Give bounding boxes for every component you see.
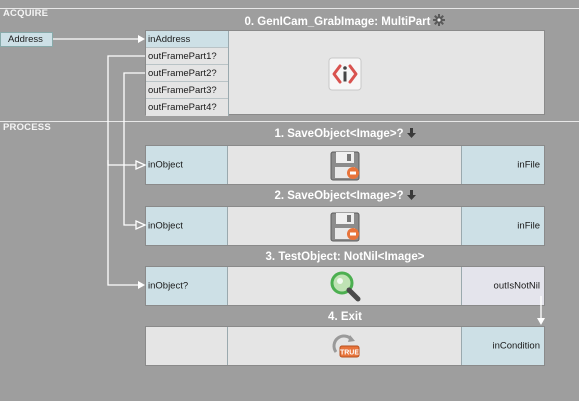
port-inObject-1[interactable]: inObject <box>146 146 228 184</box>
port-inFile-2[interactable]: inFile <box>461 207 544 245</box>
node-0-title-text: 0. GenICam_GrabImage: MultiPart <box>244 16 431 28</box>
port-outFramePart2[interactable]: outFramePart2? <box>146 65 228 82</box>
port-outFramePart3[interactable]: outFramePart3? <box>146 82 228 99</box>
node-1-title-text: 1. SaveObject<Image>? <box>274 128 404 140</box>
code-brackets-icon <box>328 57 362 91</box>
node-2-title[interactable]: 2. SaveObject<Image>? <box>145 190 545 202</box>
node-1-title[interactable]: 1. SaveObject<Image>? <box>145 128 545 140</box>
port-outIsNotNil[interactable]: outIsNotNil <box>461 267 544 305</box>
gear-icon[interactable] <box>433 14 446 28</box>
node-2-body[interactable]: inObject inFile <box>145 206 545 246</box>
section-label-process: PROCESS <box>3 122 51 133</box>
arrow-down-icon <box>406 128 416 140</box>
node-0-body[interactable]: inAddress outFramePart1? outFramePart2? … <box>145 30 545 116</box>
port-inAddress[interactable]: inAddress <box>146 31 228 48</box>
exit-true-icon: TRUE <box>328 330 362 364</box>
node-4-title[interactable]: 4. Exit <box>145 311 545 323</box>
port-outFramePart1[interactable]: outFramePart1? <box>146 48 228 65</box>
floppy-disk-icon <box>328 149 362 183</box>
node-3-body[interactable]: inObject? outIsNotNil <box>145 266 545 306</box>
node-0-title[interactable]: 0. GenICam_GrabImage: MultiPart <box>145 14 545 28</box>
exit-true-badge: TRUE <box>340 350 359 357</box>
node-4-title-text: 4. Exit <box>328 311 362 323</box>
process-divider <box>0 121 579 122</box>
node-3-title[interactable]: 3. TestObject: NotNil<Image> <box>145 251 545 263</box>
node-1-body[interactable]: inObject inFile <box>145 145 545 185</box>
node-3-title-text: 3. TestObject: NotNil<Image> <box>265 251 425 263</box>
node-4-empty-input <box>146 327 228 365</box>
section-label-acquire: ACQUIRE <box>3 8 49 19</box>
port-outFramePart4[interactable]: outFramePart4? <box>146 99 228 116</box>
arrow-down-icon <box>406 190 416 202</box>
port-inFile-1[interactable]: inFile <box>461 146 544 184</box>
address-input-port[interactable]: Address <box>0 32 53 47</box>
port-inObject-3[interactable]: inObject? <box>146 267 228 305</box>
node-2-title-text: 2. SaveObject<Image>? <box>274 190 404 202</box>
port-inObject-2[interactable]: inObject <box>146 207 228 245</box>
floppy-disk-icon <box>328 210 362 244</box>
port-inCondition[interactable]: inCondition <box>461 327 544 365</box>
magnifier-icon <box>328 270 362 304</box>
acquire-divider <box>0 8 579 9</box>
node-4-body[interactable]: inCondition TRUE <box>145 326 545 366</box>
